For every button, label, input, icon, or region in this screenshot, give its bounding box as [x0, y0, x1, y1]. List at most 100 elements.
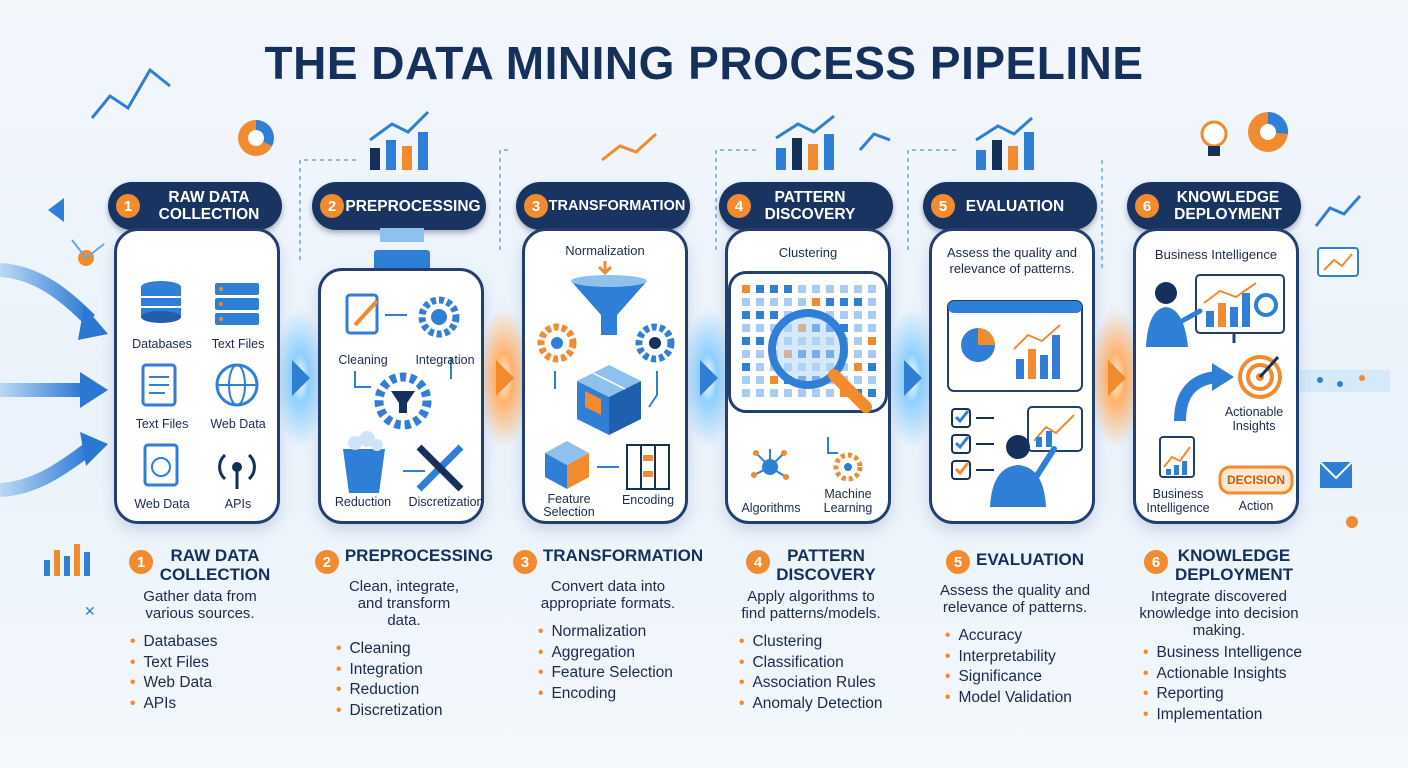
card-label: Integration [415, 353, 475, 367]
card-top-label: Clustering [778, 245, 838, 260]
card-label: Text Files [211, 337, 265, 351]
gear-icon [537, 323, 675, 363]
card-label: Action [1238, 499, 1274, 513]
list-item: Text Files [130, 653, 286, 674]
step-number: 5 [946, 550, 970, 574]
top-pie-icons [238, 111, 1289, 156]
data-point [868, 337, 876, 345]
checklist-icon [951, 408, 994, 480]
data-point [756, 311, 764, 319]
bullet-list: Clustering Classification Association Ru… [739, 632, 897, 714]
data-point [840, 298, 848, 306]
data-point [854, 350, 862, 358]
list-item: Actionable Insights [1143, 664, 1305, 685]
encoding-grid-icon [626, 444, 670, 490]
data-point [840, 285, 848, 293]
data-point [784, 389, 792, 397]
data-point [742, 311, 750, 319]
stage-header: 6 KNOWLEDGE DEPLOYMENT [1127, 182, 1301, 230]
description-text: Clean, integrate, and transform data. [348, 578, 460, 629]
list-item: Model Validation [945, 688, 1101, 709]
stage-card: Cleaning Integration Reduction Discretiz… [318, 268, 484, 524]
list-item: Implementation [1143, 705, 1305, 726]
stage-header-label: KNOWLEDGE DEPLOYMENT [1174, 189, 1282, 223]
list-item: Web Data [130, 673, 286, 694]
dotted-connectors [299, 149, 1103, 270]
description-title: EVALUATION [976, 550, 1084, 569]
document-icon [141, 363, 177, 407]
step-number: 2 [320, 194, 344, 218]
step-number: 4 [746, 550, 770, 574]
curved-arrow-icon [1174, 363, 1234, 422]
stage-6: 6 KNOWLEDGE DEPLOYMENT Business Intellig… [1127, 0, 1305, 768]
data-point [868, 389, 876, 397]
data-point [742, 337, 750, 345]
gears-icon [418, 296, 460, 338]
stage-description: 2 PREPROCESSING Clean, integrate, and tr… [314, 546, 493, 721]
data-point [840, 324, 848, 332]
data-point [798, 285, 806, 293]
list-item: APIs [130, 694, 286, 715]
stage-2: 2 PREPROCESSING [312, 0, 493, 768]
stage-1: 1 RAW DATA COLLECTION [108, 0, 286, 768]
wrench-icon [416, 444, 464, 492]
data-point [854, 324, 862, 332]
data-point [854, 311, 862, 319]
web-document-icon [143, 443, 179, 487]
list-item: Reduction [336, 680, 490, 701]
card-label: Machine Learning [823, 487, 873, 515]
stage-header-label: RAW DATA COLLECTION [158, 189, 260, 223]
data-point [868, 285, 876, 293]
data-point [826, 311, 834, 319]
data-point [812, 285, 820, 293]
data-point [868, 311, 876, 319]
stage-card: Business Intelligence [1133, 228, 1299, 524]
data-point [798, 389, 806, 397]
data-point [812, 298, 820, 306]
list-item: Normalization [538, 622, 694, 643]
step-number: 3 [512, 550, 537, 574]
cleaning-document-icon [345, 293, 379, 335]
card-label: Reduction [334, 495, 392, 509]
server-icon [215, 283, 259, 325]
box-icon [545, 441, 589, 489]
card-top-label: Normalization [565, 243, 645, 258]
card-label: Text Files [135, 417, 189, 431]
list-item: Integration [336, 660, 490, 681]
dashboard-icon [947, 300, 1083, 392]
card-label: Business Intelligence [1146, 487, 1210, 515]
description-text: Gather data from various sources. [143, 588, 257, 622]
list-item: Aggregation [538, 643, 694, 664]
data-point [770, 311, 778, 319]
data-point [868, 324, 876, 332]
decision-badge-icon [1218, 465, 1294, 495]
bullet-list: Accuracy Interpretability Significance M… [945, 626, 1101, 708]
data-point [756, 363, 764, 371]
filter-gear-icon [374, 372, 432, 430]
list-item: Accuracy [945, 626, 1101, 647]
list-item: Clustering [739, 632, 897, 653]
data-point [868, 350, 876, 358]
pipe-connector [374, 228, 430, 270]
cycle-arrows [354, 314, 452, 472]
card-top-label: Assess the quality and relevance of patt… [946, 245, 1078, 276]
data-point [742, 389, 750, 397]
stage-header: 3 TRANSFORMATION [516, 182, 690, 230]
data-point [854, 285, 862, 293]
data-point [770, 285, 778, 293]
stage-description: 1 RAW DATA COLLECTION Gather data from v… [114, 546, 286, 714]
data-point [770, 389, 778, 397]
data-point [742, 363, 750, 371]
cycle-arrows [554, 371, 658, 468]
step-number: 4 [727, 194, 751, 218]
funnel-icon [571, 261, 647, 335]
report-icon [1159, 436, 1195, 478]
description-title: KNOWLEDGE DEPLOYMENT [1174, 546, 1294, 584]
decision-badge-label: DECISION [1226, 473, 1285, 487]
card-label: Actionable Insights [1224, 405, 1284, 433]
lightbulb-icon [1200, 120, 1228, 156]
step-number: 6 [1144, 550, 1168, 574]
list-item: Significance [945, 667, 1101, 688]
list-item: Reporting [1143, 684, 1305, 705]
